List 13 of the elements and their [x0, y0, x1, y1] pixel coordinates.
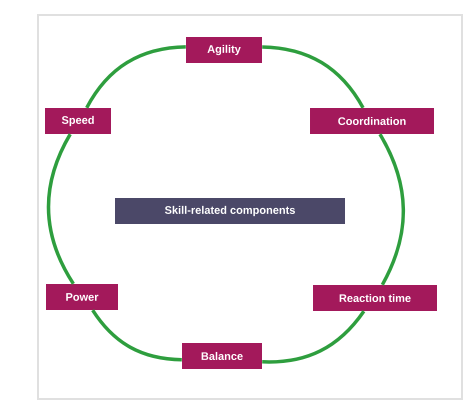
ring-arc	[85, 45, 186, 109]
ring-arc	[46, 133, 75, 285]
title-box: Skill-related components	[115, 198, 345, 224]
label-box: Agility	[186, 37, 262, 63]
ring-arc	[378, 133, 406, 286]
label-box: Coordination	[310, 108, 434, 134]
label-box: Balance	[182, 343, 262, 369]
ring-arc	[262, 45, 365, 109]
label-box: Speed	[45, 108, 111, 134]
ring-arc	[262, 310, 366, 364]
ring-arc	[91, 309, 182, 362]
label-box: Reaction time	[313, 285, 437, 311]
label-box: Power	[46, 284, 118, 310]
